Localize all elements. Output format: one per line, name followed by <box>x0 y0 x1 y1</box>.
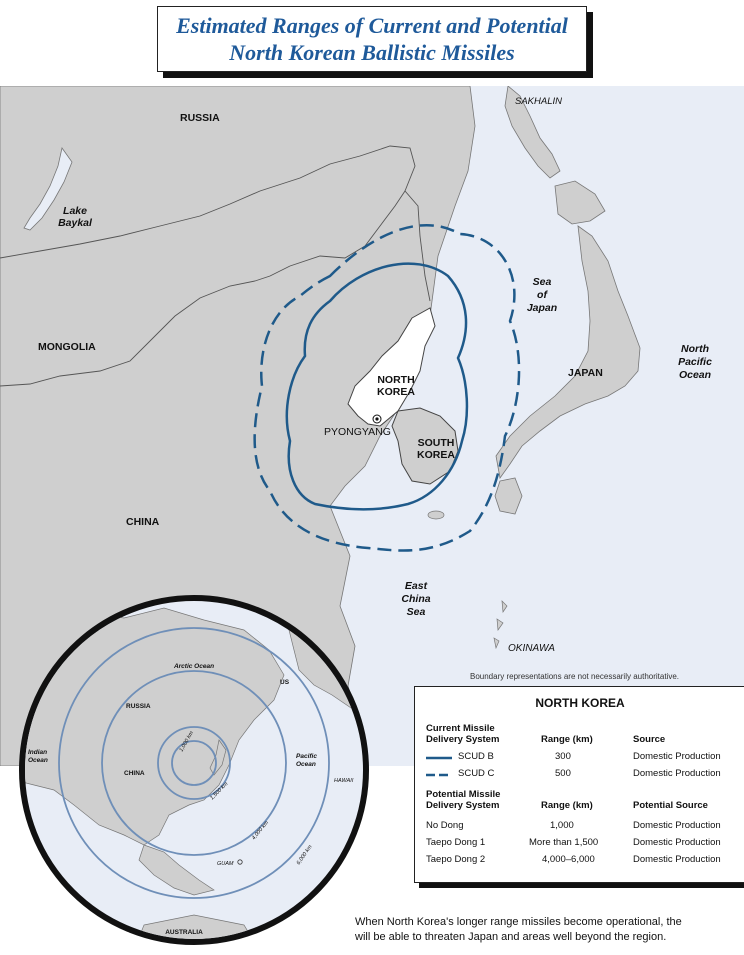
globe-eurasia-land <box>25 607 285 846</box>
label-lake-baykal: Lake Baykal <box>52 205 98 229</box>
label-sakhalin: SAKHALIN <box>515 96 562 107</box>
label-east-china-sea-line-2: China <box>401 593 431 605</box>
kyushu-land <box>494 477 523 515</box>
border-russia-mongolia <box>0 145 416 259</box>
legend-scud-c-swatch <box>426 773 452 777</box>
hokkaido-land <box>554 180 606 225</box>
footnote-line-1: When North Korea's longer range missiles… <box>355 916 682 928</box>
label-north-korea: NORTH KOREA <box>370 374 422 398</box>
globe-label-australia: AUSTRALIA <box>165 929 203 936</box>
map-title-line-2: North Korean Ballistic Missiles <box>229 40 515 65</box>
legend-current-range-1: 500 <box>555 768 571 779</box>
pyongyang-star <box>375 417 379 421</box>
north-korea-land <box>347 307 436 427</box>
legend-current-source-1: Domestic Production <box>633 768 721 779</box>
legend-potential-header-line-1: Potential Missile <box>426 789 501 800</box>
label-mongolia: MONGOLIA <box>38 341 96 353</box>
label-lake-baykal-line-2: Baykal <box>58 217 92 229</box>
legend-potential-source-0: Domestic Production <box>633 820 721 831</box>
globe-label-russia: RUSSIA <box>126 703 151 710</box>
label-sea-of-japan-line-2: of <box>537 289 547 301</box>
globe-label-us: US <box>280 679 290 686</box>
globe-label-guam: GUAM <box>217 861 234 867</box>
legend-potential-range-2: 4,000–6,000 <box>542 854 595 865</box>
jeju-island <box>427 510 445 520</box>
legend-current-name-1: SCUD C <box>458 768 495 779</box>
legend-current-source-0: Domestic Production <box>633 751 721 762</box>
border-china-russia-east <box>289 190 431 302</box>
ryukyu-islands <box>493 600 508 650</box>
legend-potential-range-header: Range (km) <box>541 800 593 811</box>
label-north-pacific-line-2: Pacific <box>678 356 712 368</box>
globe-label-indian-2: Ocean <box>28 757 48 764</box>
south-korea-land <box>391 407 459 485</box>
legend-source-header: Source <box>633 734 666 745</box>
sakhalin-land <box>504 86 561 179</box>
label-sea-of-japan-line-1: Sea <box>532 276 552 288</box>
globe-ring-1500km <box>157 726 231 800</box>
legend-potential-header: Potential Missile Delivery System <box>426 789 500 811</box>
legend-title: NORTH KOREA <box>535 696 625 710</box>
honshu-land <box>495 225 641 480</box>
boundary-disclaimer: Boundary representations are not necessa… <box>470 672 680 681</box>
label-japan: JAPAN <box>568 367 603 379</box>
globe-ring-4000km <box>101 670 287 856</box>
label-south-korea-line-2: KOREA <box>417 449 455 461</box>
legend-potential-source-header: Potential Source <box>633 800 708 811</box>
label-okinawa: OKINAWA <box>508 643 555 654</box>
legend-range-header: Range (km) <box>541 734 593 745</box>
footnote-line-2: will be able to threaten Japan and areas… <box>355 931 667 943</box>
label-lake-baykal-line-1: Lake <box>63 205 87 217</box>
label-china: CHINA <box>126 516 160 528</box>
legend-potential-header-line-2: Delivery System <box>426 800 500 811</box>
legend-potential-name-0: No Dong <box>426 820 464 831</box>
inset-globe: Arctic Ocean RUSSIA US CHINA Indian Ocea… <box>19 595 369 945</box>
label-north-pacific-line-1: North <box>681 343 709 355</box>
globe-se-asia-land <box>138 844 215 896</box>
map-title-line-1: Estimated Ranges of Current and Potentia… <box>176 13 568 38</box>
border-mongolia-china <box>0 265 291 387</box>
legend-potential-source-1: Domestic Production <box>633 837 721 848</box>
label-north-pacific-ocean: North Pacific Ocean <box>668 343 722 382</box>
scud-c-range-ring <box>253 224 521 552</box>
label-east-china-sea: East China Sea <box>394 580 438 619</box>
legend-potential-range-1: More than 1,500 <box>529 837 599 848</box>
label-east-china-sea-line-1: East <box>404 580 428 592</box>
label-east-china-sea-line-3: Sea <box>406 606 426 618</box>
legend-current-range-0: 300 <box>555 751 571 762</box>
legend-potential-name-2: Taepo Dong 2 <box>426 854 486 865</box>
globe-label-china: CHINA <box>124 770 145 777</box>
globe-label-pacific-2: Ocean <box>296 761 316 768</box>
lake-baykal <box>23 147 73 231</box>
label-pyongyang: PYONGYANG <box>324 426 391 438</box>
scud-b-range-ring <box>285 262 469 511</box>
missile-legend: NORTH KOREA Current Missile Delivery Sys… <box>414 686 744 883</box>
legend-scud-b-swatch <box>426 756 452 760</box>
legend-current-header: Current Missile Delivery System <box>426 723 499 745</box>
globe-label-pacific-1: Pacific <box>296 753 317 760</box>
label-sea-of-japan: Sea of Japan <box>522 276 562 315</box>
label-north-korea-line-1: NORTH <box>377 374 415 386</box>
globe-guam-marker <box>237 859 243 865</box>
legend-current-name-0: SCUD B <box>458 751 494 762</box>
label-south-korea: SOUTH KOREA <box>408 437 464 461</box>
label-russia: RUSSIA <box>180 112 220 124</box>
label-south-korea-line-1: SOUTH <box>417 437 455 449</box>
globe-ring-6000km <box>58 627 330 899</box>
legend-potential-name-1: Taepo Dong 1 <box>426 837 486 848</box>
label-north-korea-line-2: KOREA <box>377 386 415 398</box>
label-north-pacific-line-3: Ocean <box>678 369 712 381</box>
footnote: When North Korea's longer range missiles… <box>355 915 744 945</box>
globe-japan-land <box>209 739 227 776</box>
legend-current-header-line-2: Delivery System <box>426 734 500 745</box>
legend-potential-range-0: 1,000 <box>550 820 574 831</box>
globe-ring-1000km <box>171 740 217 786</box>
legend-current-header-line-1: Current Missile <box>426 723 495 734</box>
label-sea-of-japan-line-3: Japan <box>526 302 558 314</box>
globe-label-indian-1: Indian <box>28 749 47 756</box>
map-title-box: Estimated Ranges of Current and Potentia… <box>157 6 587 72</box>
legend-potential-source-2: Domestic Production <box>633 854 721 865</box>
globe-label-arctic: Arctic Ocean <box>173 663 214 670</box>
globe-label-hawaii: HAWAII <box>334 778 354 784</box>
